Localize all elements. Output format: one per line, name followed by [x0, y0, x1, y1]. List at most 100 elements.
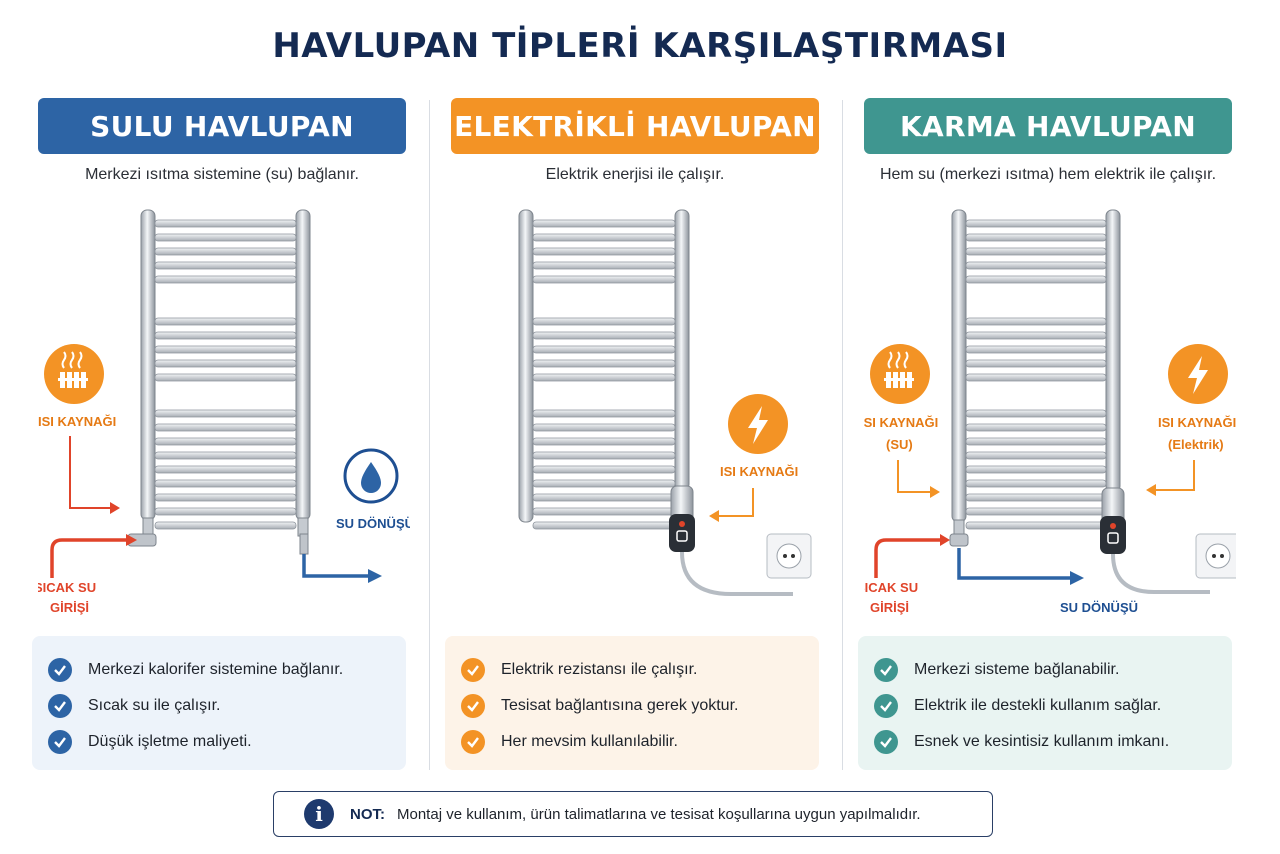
- rail-bar: [965, 345, 1107, 354]
- rail-bar: [154, 479, 297, 488]
- check-icon: [874, 694, 898, 718]
- hot-water-inlet-label: SICAK SU: [864, 580, 918, 595]
- rail-bar: [154, 423, 297, 432]
- column-subtitle: Elektrik enerjisi ile çalışır.: [545, 166, 725, 183]
- water-return-label: SU DÖNÜŞÜ: [336, 516, 410, 531]
- rail-bar: [965, 275, 1107, 284]
- water-return-label: SU DÖNÜŞÜ: [1060, 600, 1138, 615]
- rail-bar: [532, 423, 676, 432]
- list-item: Elektrik rezistansı ile çalışır.: [461, 652, 819, 688]
- rail-bar: [532, 261, 676, 270]
- rail-bar: [965, 409, 1107, 418]
- column-electric-towel-rail: ELEKTRİKLİ HAVLUPAN Elektrik enerjisi il…: [445, 98, 823, 770]
- column-title-banner: KARMA HAVLUPAN: [864, 98, 1232, 154]
- rail-bar: [965, 219, 1107, 228]
- list-item: Merkezi sisteme bağlanabilir.: [874, 652, 1232, 688]
- check-icon: [48, 658, 72, 682]
- radiator-icon: [44, 344, 104, 404]
- rail-bar: [154, 507, 297, 516]
- lightning-icon: [728, 394, 788, 454]
- column-title: SULU HAVLUPAN: [90, 109, 354, 143]
- note-text: Montaj ve kullanım, ürün talimatlarına v…: [397, 805, 921, 823]
- rail-bar: [965, 373, 1107, 382]
- rail-bar: [965, 233, 1107, 242]
- rail-bar: [154, 331, 297, 340]
- rail-bar: [154, 219, 297, 228]
- rail-bar: [154, 437, 297, 446]
- note-box: i NOT: Montaj ve kullanım, ürün talimatl…: [273, 791, 993, 837]
- rail-bar: [532, 373, 676, 382]
- electric-rail-illustration: ISI KAYNAĞI: [451, 198, 823, 628]
- rail-bar: [532, 409, 676, 418]
- rail-bar: [532, 507, 676, 516]
- rail-bar: [154, 275, 297, 284]
- towel-rail: [949, 209, 1121, 547]
- column-title: KARMA HAVLUPAN: [900, 109, 1196, 143]
- rail-bar: [965, 507, 1107, 516]
- rail-bar: [532, 521, 676, 530]
- heating-element: [1100, 487, 1210, 594]
- heat-source-electric-label: (Elektrik): [1168, 437, 1224, 452]
- column-title-banner: SULU HAVLUPAN: [38, 98, 406, 154]
- hot-water-inlet-label: SICAK SU: [38, 580, 96, 595]
- list-item: Her mevsim kullanılabilir.: [461, 724, 819, 760]
- rail-bar: [965, 521, 1107, 530]
- rail-bar: [532, 493, 676, 502]
- rail-bar: [532, 359, 676, 368]
- heat-source-label: ISI KAYNAĞI: [38, 414, 116, 429]
- rail-bar: [154, 409, 297, 418]
- water-drop-icon: [343, 448, 399, 504]
- heating-element: [669, 485, 793, 596]
- features-list: Merkezi kalorifer sistemine bağlanır. Sı…: [32, 636, 406, 770]
- rail-bar: [532, 465, 676, 474]
- radiator-icon: [870, 344, 930, 404]
- rail-bar: [965, 261, 1107, 270]
- rail-bar: [532, 317, 676, 326]
- rail-bar: [154, 359, 297, 368]
- rail-bar: [965, 317, 1107, 326]
- check-icon: [48, 694, 72, 718]
- towel-rail: [518, 209, 690, 530]
- rail-bar: [965, 331, 1107, 340]
- list-item: Düşük işletme maliyeti.: [48, 724, 406, 760]
- rail-bar: [965, 451, 1107, 460]
- hybrid-rail-illustration: ISI KAYNAĞI (SU) ISI KAYNAĞI (Elektrik) …: [856, 198, 1241, 628]
- rail-bar: [532, 219, 676, 228]
- rail-bar: [532, 451, 676, 460]
- note-label: NOT:: [350, 805, 385, 823]
- list-item: Merkezi kalorifer sistemine bağlanır.: [48, 652, 406, 688]
- column-divider: [429, 100, 430, 770]
- rail-bar: [965, 247, 1107, 256]
- rail-bar: [154, 345, 297, 354]
- rail-bar: [965, 493, 1107, 502]
- list-item: Tesisat bağlantısına gerek yoktur.: [461, 688, 819, 724]
- rail-bar: [154, 451, 297, 460]
- column-subtitle: Merkezi ısıtma sistemine (su) bağlanır.: [85, 166, 359, 183]
- rail-bar: [965, 359, 1107, 368]
- water-rail-illustration: ISI KAYNAĞI SICAK SU GİRİŞİ SU DÖNÜŞÜ: [34, 198, 414, 628]
- check-icon: [461, 694, 485, 718]
- wall-socket: [1195, 533, 1241, 579]
- page-title: HAVLUPAN TİPLERİ KARŞILAŞTIRMASI: [272, 26, 1008, 66]
- heat-source-water-label: ISI KAYNAĞI: [864, 415, 938, 430]
- column-water-towel-rail: SULU HAVLUPAN Merkezi ısıtma sistemine (…: [32, 98, 414, 770]
- rail-bar: [154, 317, 297, 326]
- rail-bar: [532, 275, 676, 284]
- hot-water-inlet-label: GİRİŞİ: [870, 600, 909, 615]
- rail-bar: [532, 345, 676, 354]
- lightning-icon: [1168, 344, 1228, 404]
- rail-bar: [154, 247, 297, 256]
- heat-source-water-label: (SU): [886, 437, 913, 452]
- towel-rail: [127, 209, 311, 555]
- rail-bar: [532, 247, 676, 256]
- check-icon: [874, 730, 898, 754]
- column-hybrid-towel-rail: KARMA HAVLUPAN Hem su (merkezi ısıtma) h…: [856, 98, 1241, 770]
- rail-bar: [965, 423, 1107, 432]
- rail-bar: [154, 261, 297, 270]
- features-list: Merkezi sisteme bağlanabilir. Elektrik i…: [858, 636, 1232, 770]
- list-item: Sıcak su ile çalışır.: [48, 688, 406, 724]
- check-icon: [461, 730, 485, 754]
- rail-bar: [965, 437, 1107, 446]
- heat-source-electric-label: ISI KAYNAĞI: [1158, 415, 1236, 430]
- rail-bar: [154, 521, 297, 530]
